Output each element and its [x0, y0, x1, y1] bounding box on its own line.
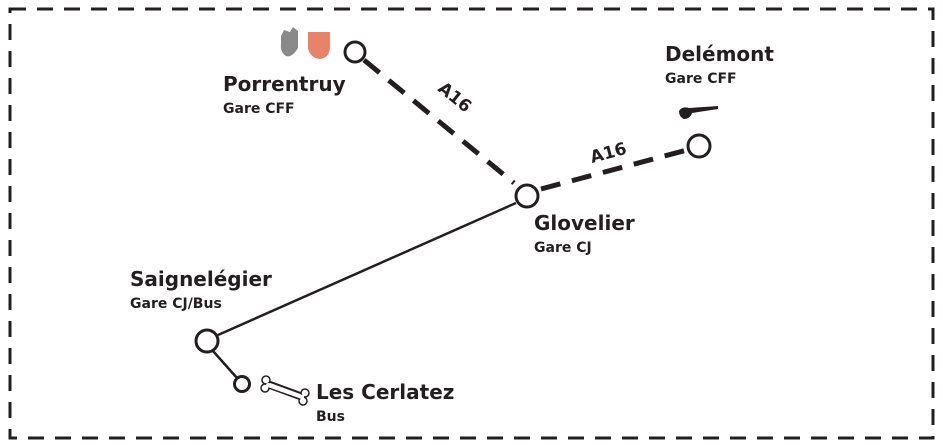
station-sub-saignelegier: Gare CJ/Bus: [130, 296, 222, 312]
station-node-glovelier[interactable]: [514, 183, 540, 209]
station-name-delemont: Delémont: [665, 42, 774, 66]
road-label-a16-north: A16: [434, 78, 475, 117]
crozier-icon: [679, 106, 718, 119]
station-name-glovelier: Glovelier: [534, 211, 635, 235]
map-border: [8, 7, 935, 440]
station-sub-delemont: Gare CFF: [665, 71, 737, 87]
station-name-saignelegier: Saignelégier: [130, 267, 272, 291]
rail-glovelier-saignelegier: [217, 201, 517, 337]
station-sub-porrentruy: Gare CFF: [223, 101, 295, 117]
bone-icon: [260, 375, 310, 406]
coat-of-arms-icon: [280, 27, 330, 59]
station-node-les-cerlatez[interactable]: [233, 375, 251, 393]
road-a16-glovelier-delemont: [540, 147, 688, 192]
station-name-porrentruy: Porrentruy: [223, 72, 346, 96]
road-label-a16-east: A16: [588, 139, 629, 168]
bus-saignelegier-cerlatez: [212, 350, 238, 379]
station-node-delemont[interactable]: [686, 133, 712, 159]
station-sub-glovelier: Gare CJ: [534, 240, 592, 256]
road-a16-porrentruy-glovelier: [362, 58, 516, 185]
station-node-saignelegier[interactable]: [194, 328, 220, 354]
station-sub-les-cerlatez: Bus: [316, 409, 345, 425]
station-name-les-cerlatez: Les Cerlatez: [316, 380, 454, 404]
station-node-porrentruy[interactable]: [343, 40, 367, 64]
